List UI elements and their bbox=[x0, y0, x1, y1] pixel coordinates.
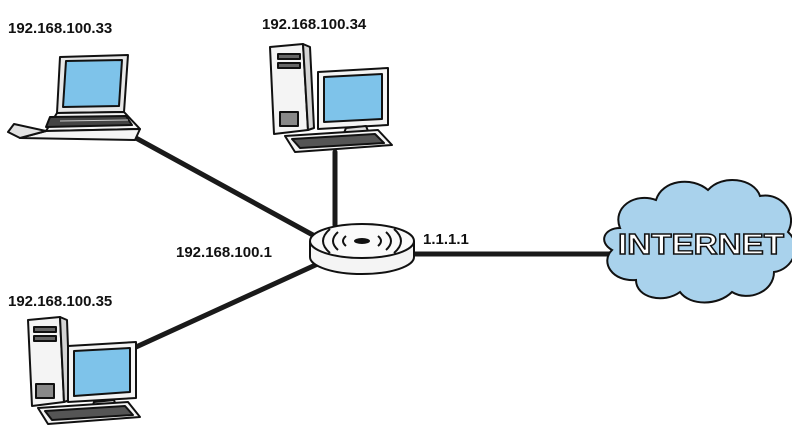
desktop-top-ip-label: 192.168.100.34 bbox=[262, 16, 367, 33]
cloud-icon bbox=[603, 178, 792, 304]
wireless-router-icon bbox=[309, 223, 415, 275]
desktop-computer-icon bbox=[27, 316, 141, 425]
link-laptop-router bbox=[122, 129, 325, 243]
network-links bbox=[109, 129, 618, 361]
desktop-computer-icon bbox=[269, 43, 393, 153]
laptop-ip-label: 192.168.100.33 bbox=[8, 20, 113, 37]
router-wan-ip-label: 1.1.1.1 bbox=[423, 231, 469, 248]
laptop-icon bbox=[7, 54, 141, 141]
router-lan-ip-label: 192.168.100.1 bbox=[176, 244, 272, 261]
link-desktop-bottom-router bbox=[109, 259, 325, 361]
desktop-bottom-ip-label: 192.168.100.35 bbox=[8, 293, 113, 310]
